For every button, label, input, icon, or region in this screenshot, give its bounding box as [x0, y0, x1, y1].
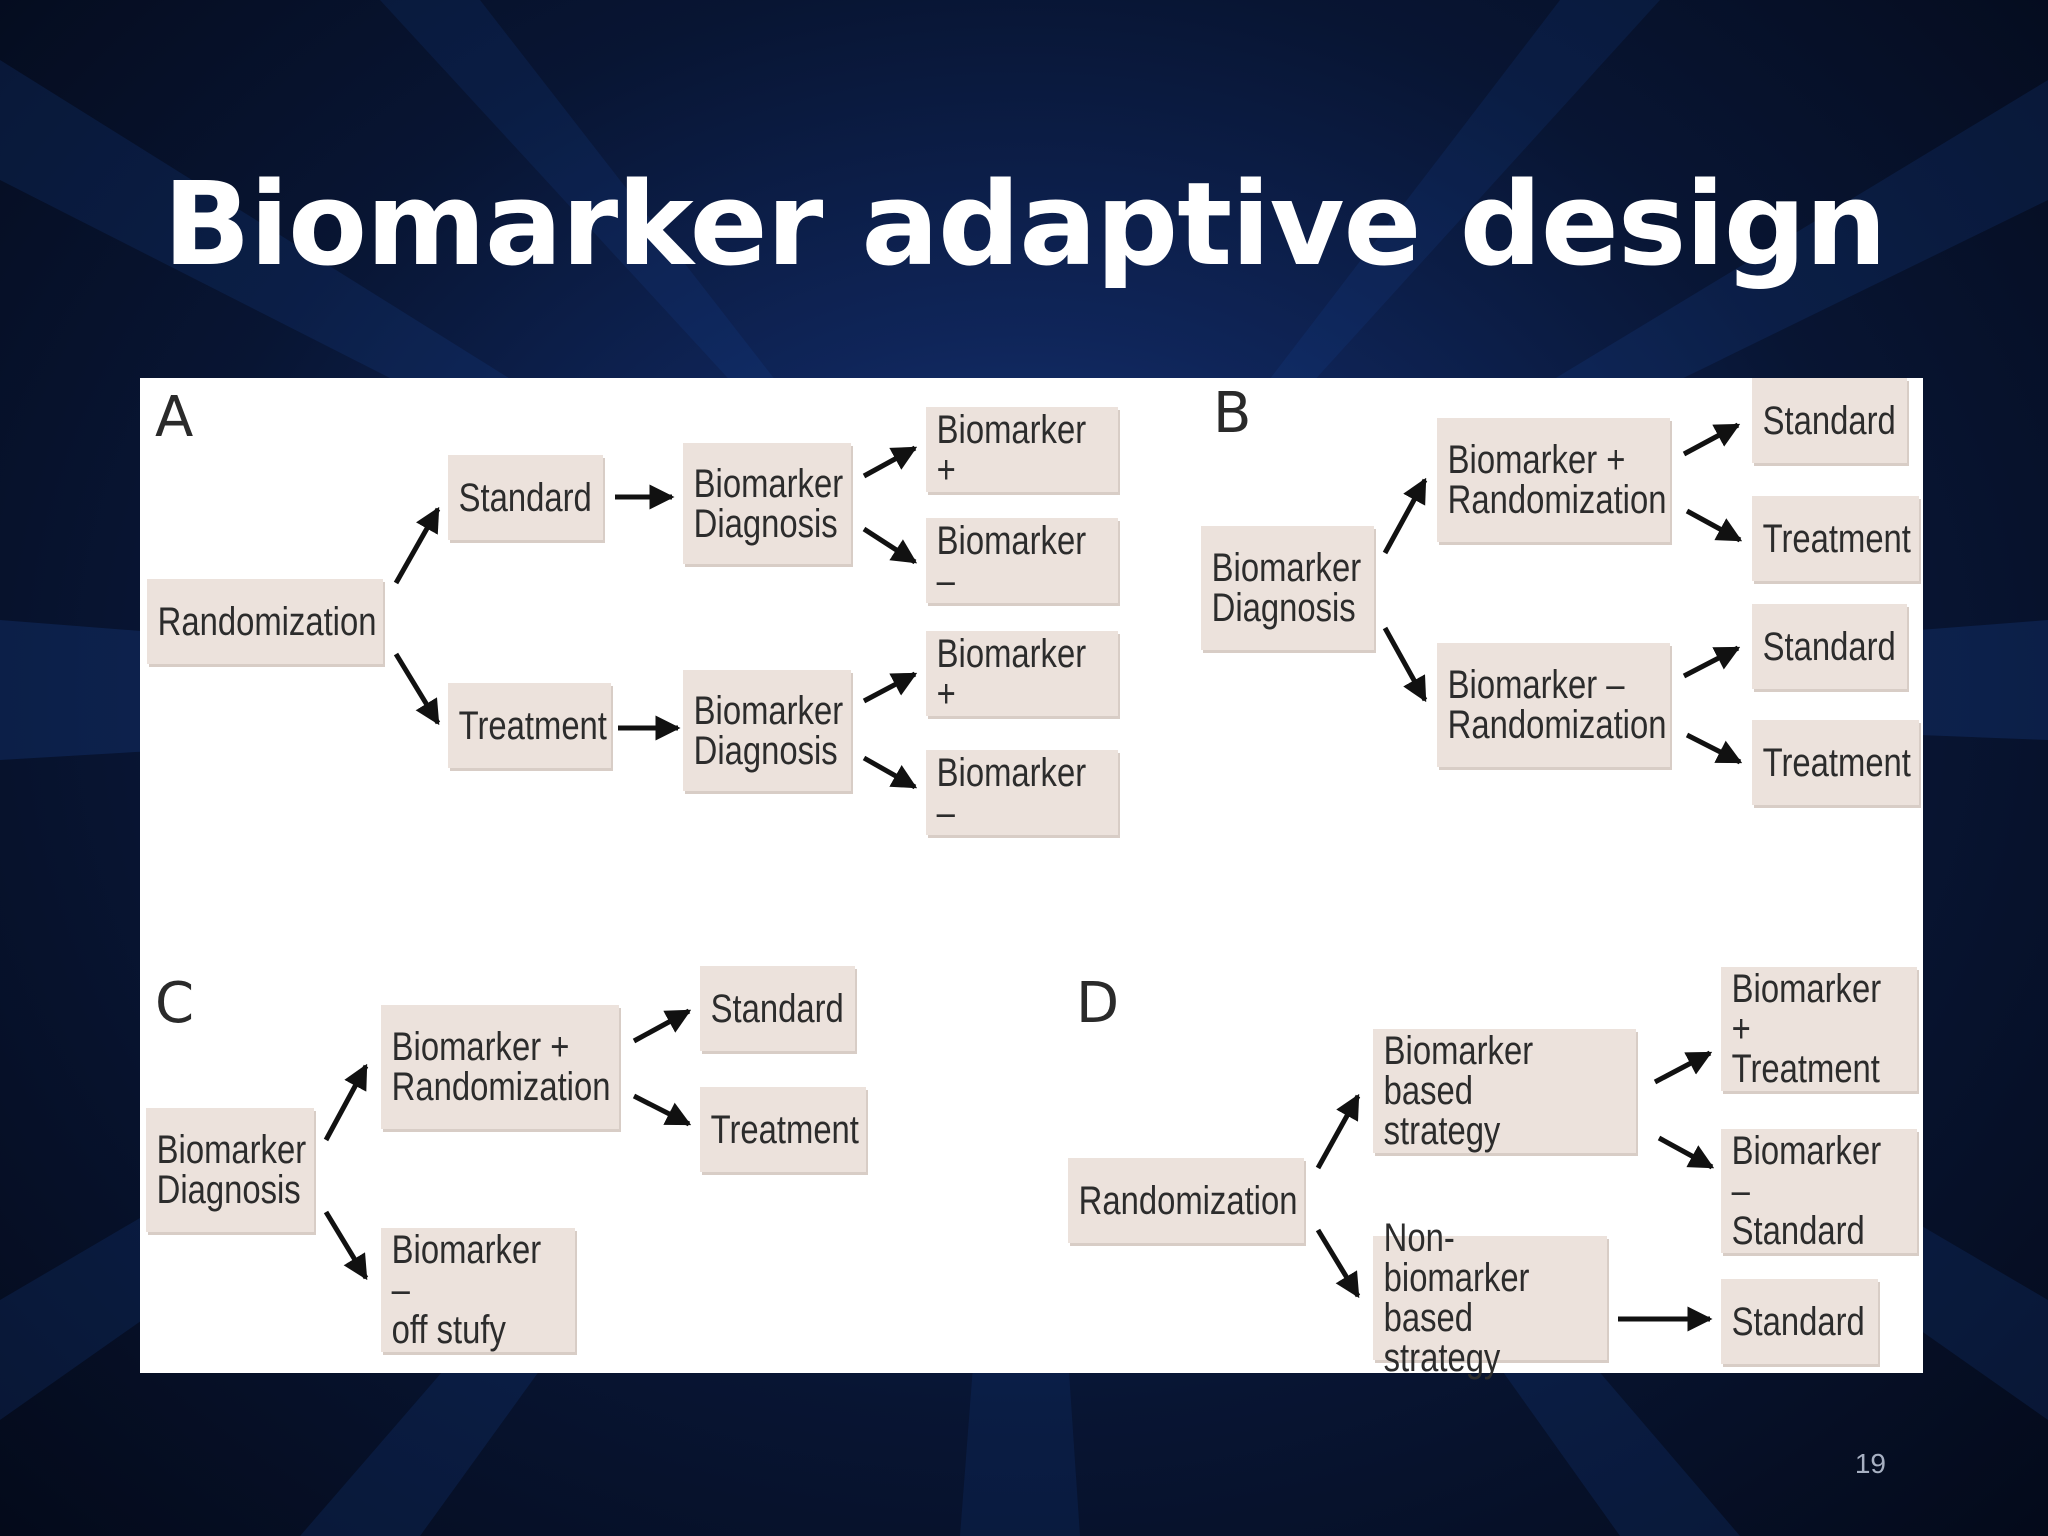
panel-d-letter: D	[1076, 971, 1120, 1036]
panel-c-letter: C	[155, 971, 195, 1036]
panel-c-negative-offstudy-box: Biomarker – off stufy	[381, 1228, 575, 1352]
arrow-b-pos-standard	[1682, 422, 1741, 457]
arrow-a-rand-treatment	[393, 652, 441, 726]
panel-b-positive-randomization-box: Biomarker + Randomization	[1437, 418, 1670, 542]
panel-d-negative-standard-box: Biomarker – Standard	[1721, 1129, 1917, 1253]
panel-b-positive-standard-box: Standard	[1752, 378, 1907, 463]
panel-a-diagnosis-bottom-box: Biomarker Diagnosis	[683, 670, 851, 791]
panel-d-biomarker-based-box: Biomarker based strategy	[1373, 1029, 1636, 1153]
panel-b-positive-treatment-box: Treatment	[1752, 496, 1919, 581]
panel-a-bottom-negative-box: Biomarker –	[926, 750, 1118, 835]
panel-a-standard-box: Standard	[448, 455, 603, 540]
panel-d-positive-treatment-box: Biomarker + Treatment	[1721, 967, 1917, 1091]
panel-a-top-positive-box: Biomarker +	[926, 407, 1118, 492]
panel-a-randomization-box: Randomization	[147, 579, 383, 664]
panel-d-non-biomarker-based-box: Non-biomarker based strategy	[1373, 1218, 1607, 1378]
arrow-d-rand-nonbased	[1315, 1228, 1361, 1299]
arrow-b-neg-standard	[1682, 645, 1741, 679]
slide-title: Biomarker adaptive design	[163, 158, 1887, 292]
arrow-b-dx-pos	[1382, 477, 1428, 555]
arrow-a-dx1-neg	[862, 526, 918, 565]
panel-b-negative-standard-box: Standard	[1752, 604, 1907, 689]
panel-b-negative-treatment-box: Treatment	[1752, 720, 1919, 805]
arrow-b-neg-treatment	[1685, 732, 1743, 765]
arrow-b-pos-treatment	[1685, 508, 1743, 543]
arrow-a-dx2-pos	[862, 671, 918, 704]
arrow-c-pos-standard	[632, 1008, 692, 1044]
panel-c-positive-randomization-box: Biomarker + Randomization	[381, 1005, 619, 1129]
panel-c-treatment-box: Treatment	[700, 1087, 866, 1172]
panel-c-standard-box: Standard	[700, 966, 855, 1051]
arrow-d-based-neg	[1657, 1135, 1715, 1170]
panel-a-bottom-positive-box: Biomarker +	[926, 631, 1118, 716]
arrow-a-dx1-pos	[862, 445, 918, 479]
arrow-a-rand-standard	[393, 506, 441, 585]
panel-b-negative-randomization-box: Biomarker – Randomization	[1437, 643, 1670, 767]
arrow-c-dx-pos	[323, 1063, 369, 1142]
arrow-a-dx2-neg	[862, 755, 918, 790]
panel-a-top-negative-box: Biomarker –	[926, 518, 1118, 603]
panel-c-diagnosis-box: Biomarker Diagnosis	[146, 1108, 314, 1232]
panel-a-diagnosis-top-box: Biomarker Diagnosis	[683, 443, 851, 564]
arrow-c-dx-neg	[323, 1210, 369, 1281]
arrows-layer	[323, 422, 1743, 1332]
panel-a-treatment-box: Treatment	[448, 683, 611, 768]
panel-a-letter: A	[155, 385, 194, 450]
page-number: 19	[1854, 1448, 1886, 1479]
arrow-d-rand-based	[1315, 1093, 1361, 1170]
diagram-figure: A B C D Randomization Standard Treatment…	[140, 378, 1923, 1378]
panel-d-standard-box: Standard	[1721, 1279, 1878, 1364]
arrow-c-pos-treatment	[632, 1093, 692, 1127]
panel-b-diagnosis-box: Biomarker Diagnosis	[1201, 526, 1374, 650]
arrow-b-dx-neg	[1382, 626, 1428, 703]
panel-b-letter: B	[1213, 381, 1252, 446]
arrow-d-based-pos	[1653, 1050, 1713, 1085]
panel-d-randomization-box: Randomization	[1068, 1158, 1304, 1243]
